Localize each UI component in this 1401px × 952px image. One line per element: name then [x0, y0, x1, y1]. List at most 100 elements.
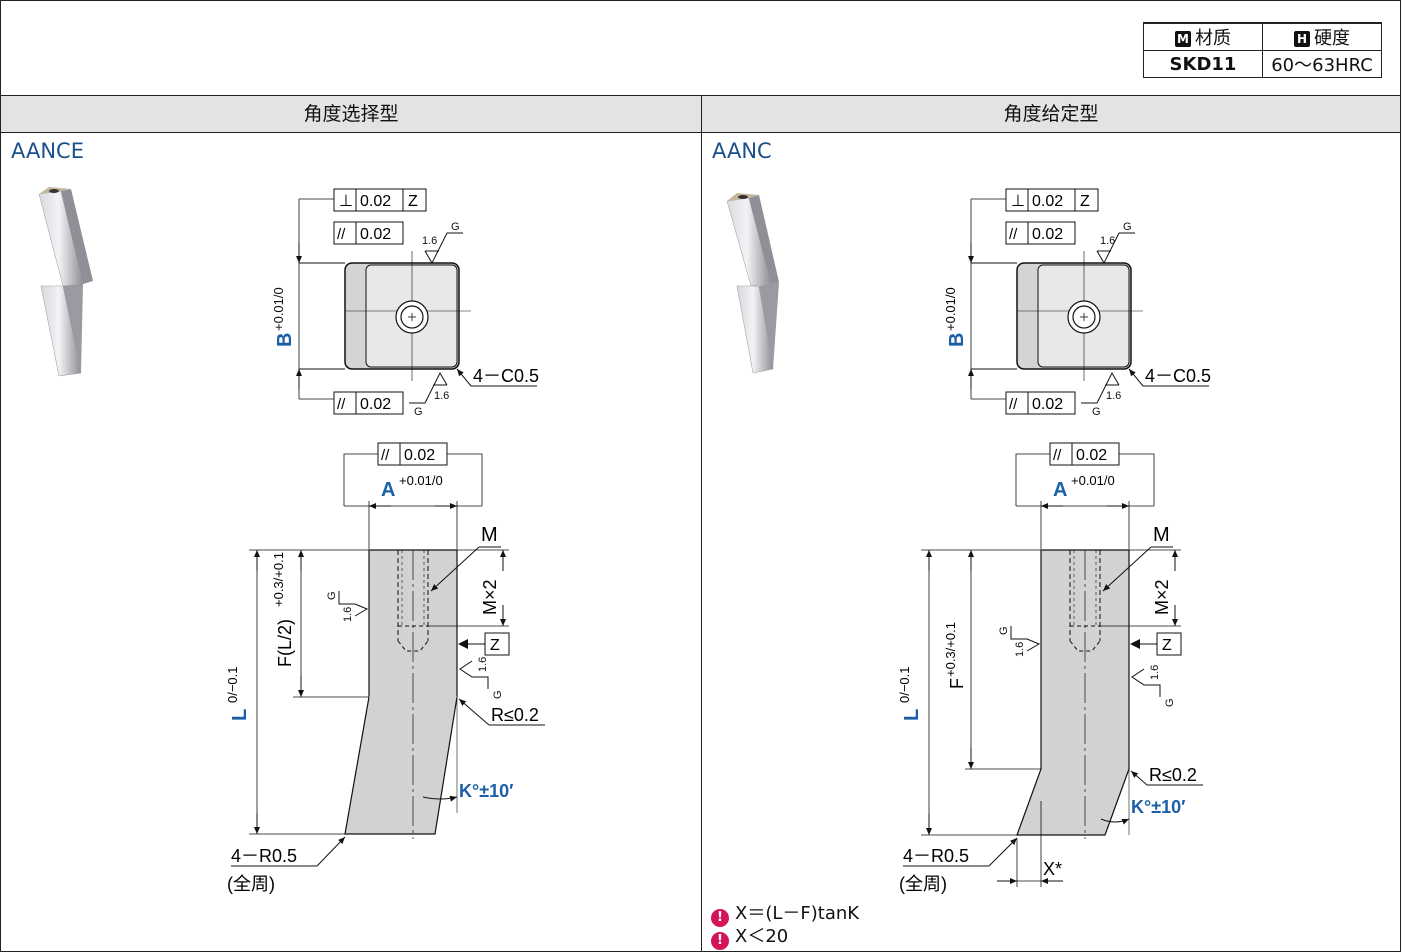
- x-dim-label: X*: [1043, 859, 1062, 879]
- perpendicular-icon: ⊥: [1011, 193, 1025, 210]
- svg-text:G: G: [1123, 221, 1132, 233]
- thread-label: M: [481, 524, 498, 546]
- dim-a-label: A: [381, 479, 395, 501]
- dim-f-tol: +0.3/+0.1: [271, 552, 286, 607]
- fcf-perpendicular: ⊥ 0.02 Z: [1005, 188, 1099, 212]
- svg-text:G: G: [326, 591, 338, 600]
- dim-f-label: F(L/2): [275, 619, 295, 667]
- panel-header-angle-select: 角度选择型: [1, 95, 702, 133]
- svg-text:G: G: [451, 221, 460, 233]
- svg-text:1.6: 1.6: [1106, 390, 1121, 402]
- hardness-badge-icon: H: [1294, 31, 1310, 47]
- corner-radius-label: 4－R0.5: [231, 846, 297, 866]
- roughness-left: 1.6 G: [326, 591, 369, 622]
- top-view: [344, 251, 471, 381]
- parallel-icon: //: [337, 226, 346, 243]
- dim-a-label: A: [1053, 479, 1067, 501]
- parallel-icon: //: [337, 396, 346, 413]
- fcf-parallel-a: // 0.02: [377, 442, 448, 466]
- note-formula: !X＝(L－F)tanK: [711, 899, 859, 927]
- corner-radius-label: 4－R0.5: [903, 846, 969, 866]
- svg-text:G: G: [492, 690, 504, 699]
- svg-text:0.02: 0.02: [1032, 226, 1063, 243]
- drawing-angle-fixed: B +0.01/0 ⊥ 0.02 Z // 0.02 // 0.02 1.6 G: [726, 188, 1211, 894]
- roughness-bottom: 1.6 G: [1081, 371, 1121, 418]
- parallel-icon: //: [1009, 226, 1018, 243]
- product-photo-aance: [38, 187, 93, 377]
- datum-z-label: Z: [490, 637, 500, 654]
- radius-label: R≤0.2: [1149, 765, 1197, 785]
- side-view: [344, 549, 458, 839]
- roughness-bottom: 1.6 G: [409, 371, 449, 418]
- svg-text:1.6: 1.6: [342, 607, 354, 622]
- svg-text:Z: Z: [1080, 193, 1090, 210]
- dim-l-tol: 0/−0.1: [897, 666, 912, 703]
- chamfer-label: 4－C0.5: [473, 366, 539, 386]
- top-view: [1016, 251, 1143, 381]
- thread-label: M: [1153, 524, 1170, 546]
- thread-depth-label: M×2: [480, 579, 500, 615]
- material-badge-icon: M: [1175, 31, 1191, 47]
- svg-text:Z: Z: [408, 193, 418, 210]
- chamfer-label: 4－C0.5: [1145, 366, 1211, 386]
- fcf-parallel-top: // 0.02: [1005, 221, 1076, 245]
- panel-header-angle-fixed: 角度给定型: [702, 95, 1400, 133]
- perpendicular-icon: ⊥: [339, 193, 353, 210]
- dim-b-tol: +0.01/0: [271, 287, 286, 331]
- dim-f-tol: +0.3/+0.1: [943, 622, 958, 677]
- hardness-value: 60～63HRC: [1262, 50, 1382, 78]
- fcf-perpendicular: ⊥ 0.02 Z: [333, 188, 427, 212]
- dim-a-tol: +0.01/0: [1071, 473, 1115, 488]
- fcf-parallel-top: // 0.02: [333, 221, 404, 245]
- svg-text:G: G: [414, 406, 423, 418]
- svg-text:0.02: 0.02: [1032, 396, 1063, 413]
- parallel-icon: //: [381, 447, 390, 464]
- dim-f-label: F: [947, 678, 967, 689]
- svg-text:1.6: 1.6: [1014, 642, 1026, 657]
- parallel-icon: //: [1009, 396, 1018, 413]
- product-code-aance: AANCE: [11, 139, 84, 163]
- datum-z-label: Z: [1162, 637, 1172, 654]
- note-limit: !X＜20: [711, 922, 788, 950]
- material-value: SKD11: [1143, 50, 1263, 78]
- angle-label: K°±10′: [1131, 797, 1185, 817]
- svg-text:1.6: 1.6: [1100, 235, 1115, 247]
- side-view: [1016, 549, 1130, 839]
- radius-label: R≤0.2: [491, 705, 539, 725]
- roughness-top: 1.6 G: [1096, 221, 1135, 265]
- svg-text:0.02: 0.02: [360, 396, 391, 413]
- panel-divider: [701, 132, 702, 951]
- dim-b-label: B: [274, 333, 296, 347]
- angle-label: K°±10′: [459, 781, 513, 801]
- svg-text:0.02: 0.02: [1076, 447, 1107, 464]
- roughness-top: 1.6 G: [422, 221, 463, 265]
- fcf-parallel-bottom: // 0.02: [1005, 391, 1076, 415]
- roughness-right: 1.6 G: [459, 657, 504, 699]
- corner-radius-note: (全周): [227, 874, 275, 894]
- dim-b-tol: +0.01/0: [943, 287, 958, 331]
- svg-text:0.02: 0.02: [360, 226, 391, 243]
- svg-text:1.6: 1.6: [434, 390, 449, 402]
- fcf-parallel-bottom: // 0.02: [333, 391, 404, 415]
- svg-text:G: G: [998, 626, 1010, 635]
- dim-l-tol: 0/−0.1: [225, 666, 240, 703]
- svg-text:G: G: [1092, 406, 1101, 418]
- svg-text:0.02: 0.02: [404, 447, 435, 464]
- parallel-icon: //: [1053, 447, 1062, 464]
- dim-b-label: B: [946, 333, 968, 347]
- svg-text:0.02: 0.02: [360, 193, 391, 210]
- svg-text:1.6: 1.6: [1149, 665, 1161, 680]
- svg-text:0.02: 0.02: [1032, 193, 1063, 210]
- dim-l-label: L: [901, 709, 923, 721]
- svg-text:1.6: 1.6: [477, 657, 489, 672]
- thread-depth-label: M×2: [1152, 579, 1172, 615]
- svg-text:1.6: 1.6: [422, 235, 437, 247]
- caution-icon: !: [711, 909, 729, 927]
- drawing-angle-select: B +0.01/0 ⊥ 0.02 Z // 0.02 // 0.02 1.6: [38, 187, 545, 894]
- roughness-right: 1.6 G: [1131, 665, 1176, 707]
- product-photo-aanc: [726, 193, 779, 374]
- dim-l-label: L: [229, 709, 251, 721]
